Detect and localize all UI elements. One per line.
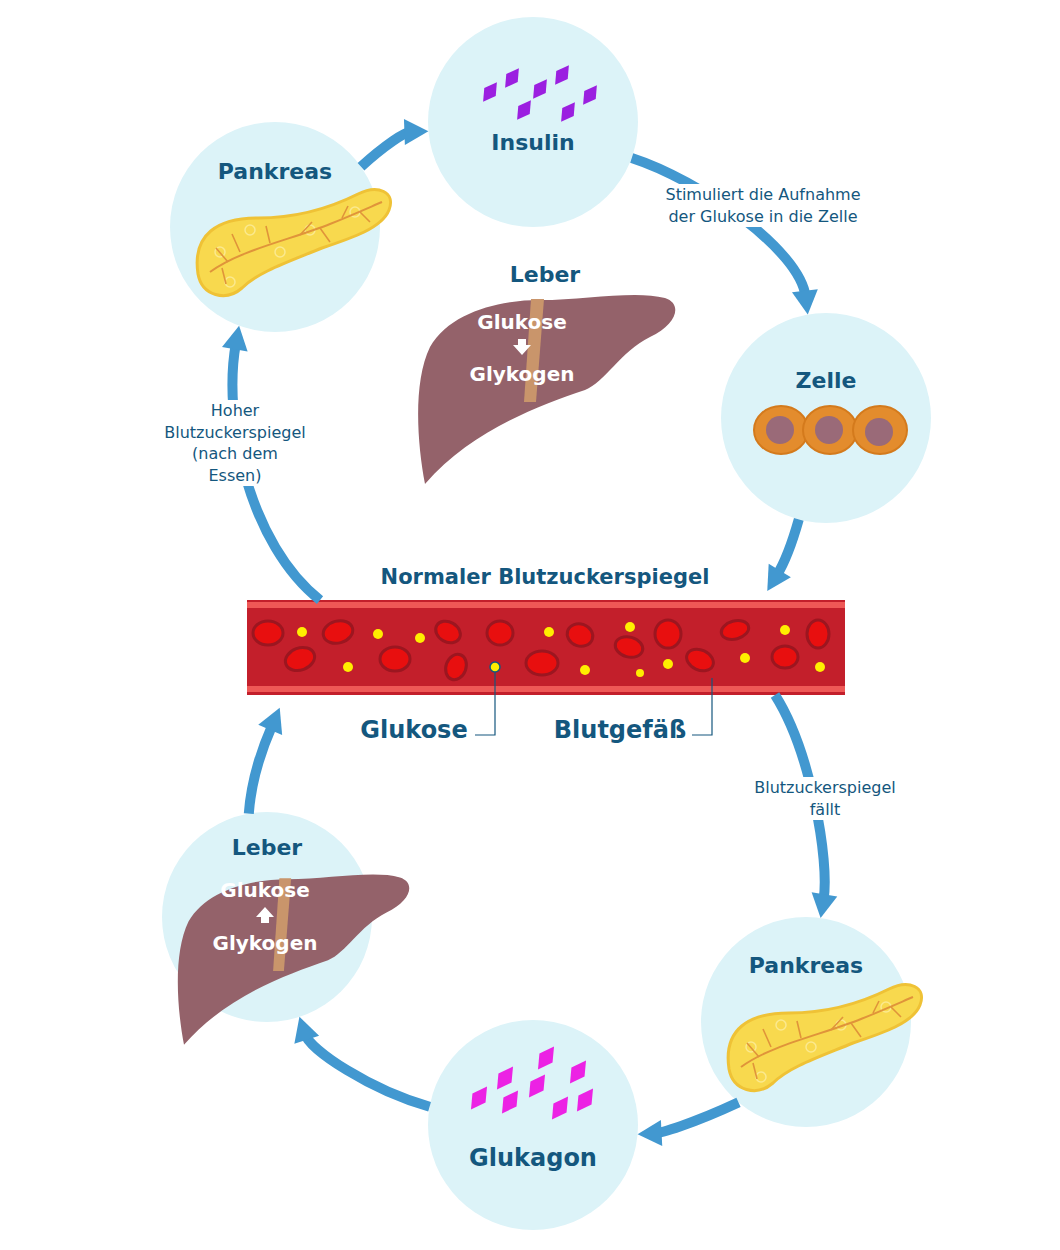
pancreas-circle-outline — [170, 122, 380, 332]
liver-shape: LeberGlukoseGlykogen — [415, 262, 680, 487]
circle-outline — [428, 1020, 638, 1230]
arrow-head — [222, 326, 248, 352]
liver-circle: LeberGlukoseGlykogen — [162, 812, 372, 1022]
arrow-line — [632, 158, 806, 297]
node-title: Insulin — [433, 130, 633, 156]
cell-circle: Zelle — [721, 313, 931, 523]
liver-outline — [418, 295, 675, 484]
liver-shape: GlukoseGlykogen — [175, 870, 405, 1042]
flow-arrow — [632, 158, 818, 315]
edge-label: Blutzuckerspiegel fällt — [754, 777, 896, 820]
node-title: Glukagon — [433, 1144, 633, 1173]
glucagon-circle-outline — [428, 1020, 638, 1230]
node-title: Leber — [167, 835, 367, 861]
vessel-stripe — [247, 686, 845, 692]
circle-outline — [721, 313, 931, 523]
node-text: Glukose — [442, 310, 602, 334]
circle-outline — [701, 917, 911, 1127]
pancreas-circle: Pankreas — [701, 917, 911, 1127]
callout-label: Glukose — [360, 716, 467, 744]
glucagon-circle: Glukagon — [428, 1020, 638, 1230]
arrow-head — [767, 564, 791, 591]
edge-label: Stimuliert die Aufnahme der Glukose in d… — [656, 184, 871, 227]
flow-arrow — [249, 708, 282, 814]
edge-label: Hoher Blutzuckerspiegel (nach dem Essen) — [164, 400, 306, 486]
flow-arrow — [294, 1017, 429, 1107]
insulin-circle-outline — [428, 17, 638, 227]
cell-circle-outline — [721, 313, 931, 523]
arrow-head — [258, 708, 282, 735]
vessel-stripe — [247, 602, 845, 608]
liver-outline — [178, 875, 409, 1045]
node-title: Pankreas — [706, 953, 906, 979]
insulin-circle: Insulin — [428, 17, 638, 227]
pancreas-circle-outline — [701, 917, 911, 1127]
arrow-head — [294, 1017, 319, 1044]
node-title: Zelle — [726, 368, 926, 394]
arrow-head — [792, 289, 818, 314]
liver-group — [418, 295, 675, 484]
arrow-head — [812, 892, 838, 918]
pancreas-circle: Pankreas — [170, 122, 380, 332]
node-title: Leber — [445, 262, 645, 288]
node-text: Glykogen — [185, 931, 345, 955]
arrow-head — [404, 119, 428, 145]
node-title: Normaler Blutzuckerspiegel — [255, 565, 835, 590]
circle-outline — [428, 17, 638, 227]
node-title: Pankreas — [175, 159, 375, 185]
arrow-line — [305, 1034, 430, 1107]
liver-group — [178, 875, 409, 1045]
circle-outline — [170, 122, 380, 332]
node-text: Glykogen — [442, 362, 602, 386]
flow-arrow — [638, 1102, 739, 1146]
blood-vessel: Normaler Blutzuckerspiegel — [247, 565, 845, 695]
arrow-line — [656, 1102, 739, 1133]
arrow-line — [249, 724, 273, 813]
flow-arrow — [767, 519, 799, 591]
arrow-head — [638, 1120, 663, 1146]
node-text: Glukose — [185, 878, 345, 902]
callout-label: Blutgefäß — [554, 716, 686, 744]
flow-arrow — [361, 119, 428, 167]
vessel-wall — [247, 600, 845, 695]
arrow-line — [361, 132, 410, 167]
arrow-line — [777, 519, 799, 575]
